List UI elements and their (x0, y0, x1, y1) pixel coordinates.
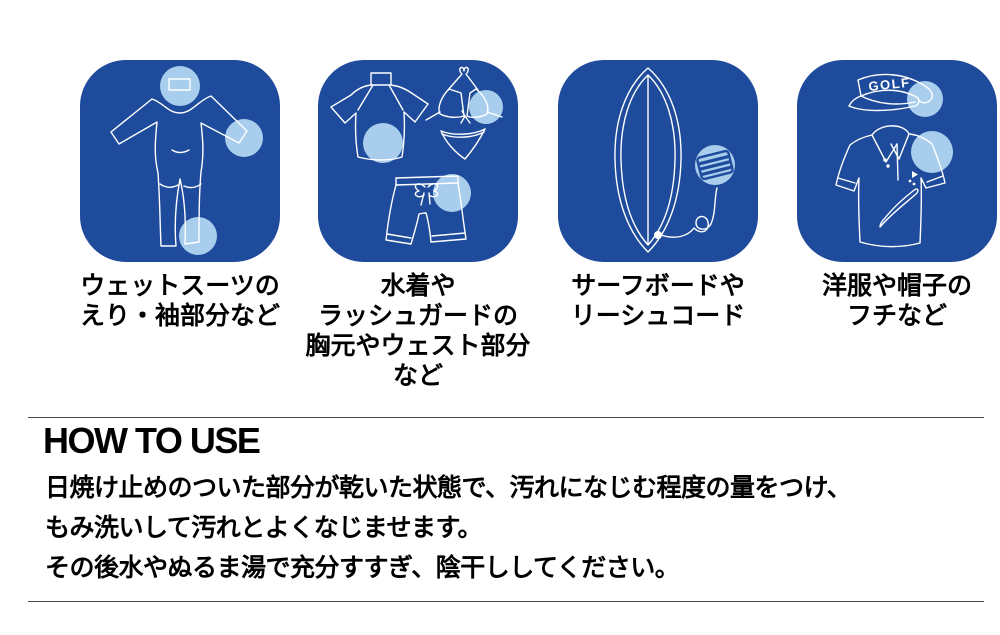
clothes-tile: GOLF (797, 60, 997, 262)
panel-surfboard: サーフボードや リーシュコード (558, 60, 758, 330)
panel-caption-surfboard: サーフボードや リーシュコード (570, 272, 746, 330)
how-to-use-instructions: 日焼け止めのついた部分が乾いた状態で、汚れになじむ程度の量をつけ、 もみ洗いして… (45, 474, 852, 582)
panel-clothes: GOLF 洋服や帽子の フチなど (797, 60, 997, 330)
wetsuit-tile (80, 60, 280, 262)
panel-caption-clothes: 洋服や帽子の フチなど (821, 272, 972, 330)
clothes-cap-icon: GOLF (835, 73, 953, 248)
how-to-use-heading: HOW TO USE (43, 420, 261, 461)
panel-swimwear: 水着や ラッシュガードの 胸元やウェスト部分 など (305, 60, 531, 390)
panel-caption-swimwear: 水着や ラッシュガードの 胸元やウェスト部分 など (305, 272, 531, 390)
golf-cap-label: GOLF (868, 75, 911, 94)
divider-bottom (28, 601, 984, 602)
wetsuit-icon (110, 66, 263, 255)
panel-wetsuit: ウェットスーツの えり・袖部分など (80, 60, 280, 330)
surfboard-tile (558, 60, 758, 262)
panel-caption-wetsuit: ウェットスーツの えり・袖部分など (79, 272, 280, 330)
swimwear-tile (318, 60, 518, 262)
divider-top (28, 417, 984, 418)
swimwear-rashguard-icon (330, 66, 503, 245)
surfboard-leash-icon (614, 67, 735, 253)
